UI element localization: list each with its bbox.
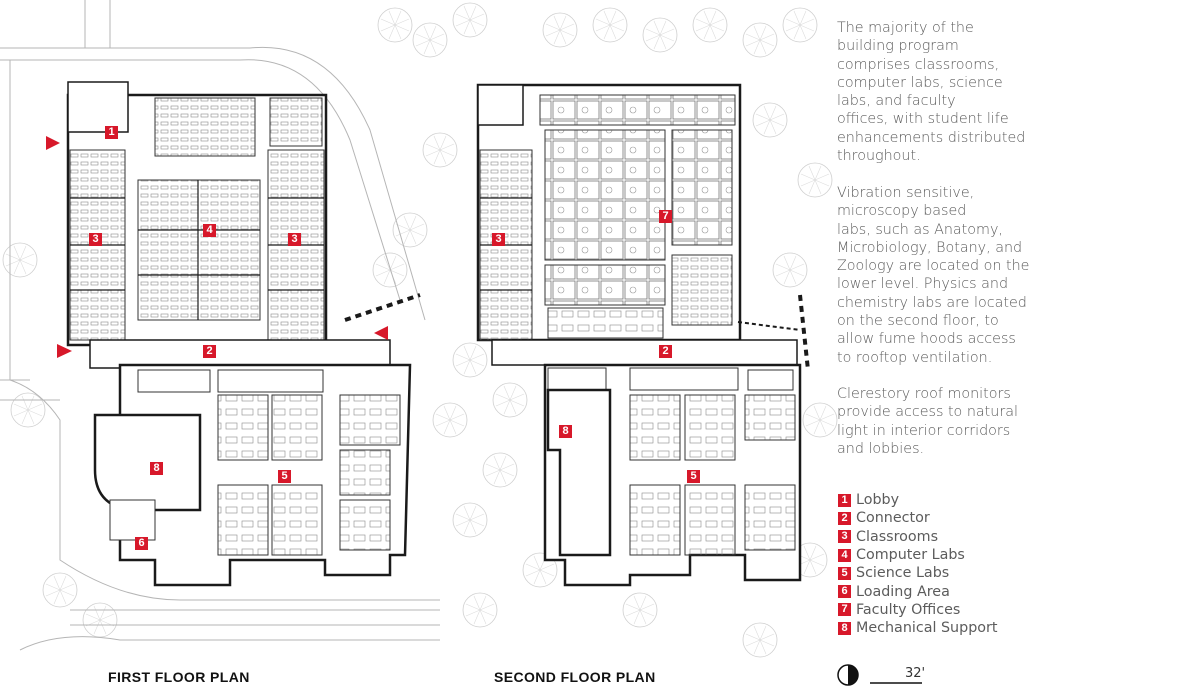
plan-tag-7: 7 <box>659 210 672 223</box>
scale-bar <box>837 664 922 686</box>
legend-item: 7 Faculty Offices <box>838 601 1168 619</box>
first-floor-plan <box>46 81 421 587</box>
plan-tag-5: 5 <box>687 470 700 483</box>
legend-label: Mechanical Support <box>856 620 998 637</box>
legend-label: Loading Area <box>856 583 950 600</box>
legend-item: 2 Connector <box>838 509 1168 527</box>
legend-item: 4 Computer Labs <box>838 546 1168 564</box>
legend-item: 3 Classrooms <box>838 528 1168 546</box>
legend-label: Classrooms <box>856 528 939 545</box>
plan-tag-2: 2 <box>203 345 216 358</box>
legend-label: Science Labs <box>856 565 950 582</box>
description-paragraph-1: The majority of the building program com… <box>837 20 1026 165</box>
plan-tag-3: 3 <box>492 233 505 246</box>
plan-tag-2: 2 <box>659 345 672 358</box>
plan-tag-3: 3 <box>288 233 301 246</box>
first-floor-plan-title: FIRST FLOOR PLAN <box>108 669 250 685</box>
plan-tag-5: 5 <box>278 470 291 483</box>
site-roads <box>0 0 440 651</box>
legend: 1 Lobby 2 Connector 3 Classrooms 4 Computer … <box>838 491 1168 637</box>
legend-number: 4 <box>838 548 851 562</box>
legend-label: Faculty Offices <box>856 601 961 618</box>
legend-item: 1 Lobby <box>838 491 1168 509</box>
plan-tag-1: 1 <box>105 126 118 139</box>
legend-item: 5 Science Labs <box>838 564 1168 582</box>
scale-label: 32' <box>905 666 926 681</box>
legend-number: 1 <box>838 493 851 507</box>
legend-item: 8 Mechanical Support <box>838 619 1168 637</box>
legend-number: 3 <box>838 530 851 544</box>
legend-number: 6 <box>838 585 851 599</box>
legend-label: Connector <box>856 510 930 527</box>
second-floor-plan-title: SECOND FLOOR PLAN <box>494 669 656 685</box>
plan-tag-8: 8 <box>150 462 163 475</box>
legend-label: Lobby <box>856 492 900 509</box>
legend-label: Computer Labs <box>856 547 965 564</box>
legend-number: 5 <box>838 566 851 580</box>
description-paragraph-2: Vibration sensitive, microscopy based la… <box>837 185 1030 366</box>
second-floor-plan <box>476 83 810 587</box>
plan-tag-6: 6 <box>135 537 148 550</box>
plan-tag-8: 8 <box>559 425 572 438</box>
legend-number: 7 <box>838 603 851 617</box>
legend-item: 6 Loading Area <box>838 582 1168 600</box>
plan-tag-3: 3 <box>89 233 102 246</box>
description-paragraph-3: Clerestory roof monitors provide access … <box>837 386 1018 457</box>
legend-number: 2 <box>838 511 851 525</box>
legend-number: 8 <box>838 621 851 635</box>
plan-tag-4: 4 <box>203 224 216 237</box>
